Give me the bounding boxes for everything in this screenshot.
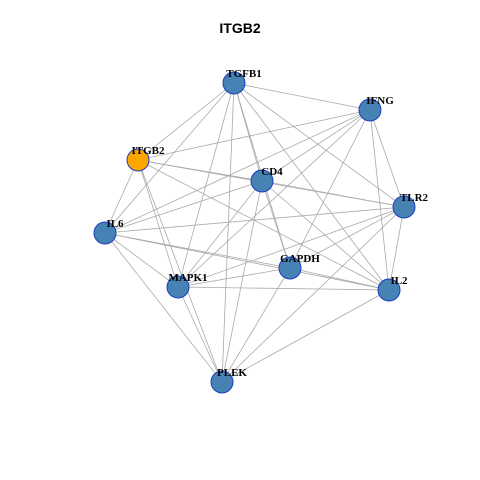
edge-tlr2-plek: [221, 206, 405, 383]
edge-cd4-mapk1: [177, 180, 263, 288]
edge-il6-il2: [104, 232, 390, 291]
edge-cd4-plek: [221, 180, 263, 383]
edge-tlr2-il2: [388, 206, 405, 291]
edge-itgb2-il2: [137, 159, 390, 291]
node-itgb2: [126, 148, 150, 172]
node-label-tgfb1: TGFB1: [226, 68, 261, 80]
edge-cd4-tlr2: [261, 180, 405, 208]
node-ifng: [358, 98, 382, 122]
edge-tgfb1-itgb2: [137, 82, 235, 161]
node-gapdh: [278, 256, 302, 280]
node-label-il6: IL6: [106, 218, 124, 230]
edge-ifng-itgb2: [137, 109, 371, 161]
node-label-ifng: IFNG: [366, 95, 394, 107]
edge-itgb2-il6: [104, 159, 139, 234]
edge-cd4-il2: [261, 180, 390, 291]
edge-gapdh-il2: [289, 267, 390, 291]
edge-tlr2-gapdh: [289, 206, 405, 269]
edge-tgfb1-mapk1: [177, 82, 235, 288]
edge-itgb2-mapk1: [137, 159, 179, 288]
edge-gapdh-plek: [221, 267, 291, 383]
edge-il6-plek: [104, 232, 223, 383]
diagram-title: ITGB2: [219, 20, 261, 36]
edge-tgfb1-il6: [104, 82, 235, 234]
edge-tgfb1-ifng: [233, 82, 371, 111]
node-label-tlr2: TLR2: [400, 192, 429, 204]
edge-mapk1-il2: [177, 286, 390, 291]
edge-tgfb1-tlr2: [233, 82, 405, 208]
edge-itgb2-plek: [137, 159, 223, 383]
node-plek: [210, 370, 234, 394]
edge-tgfb1-plek: [221, 82, 235, 383]
node-il6: [93, 221, 117, 245]
node-label-itgb2: ITGB2: [131, 145, 165, 157]
edge-ifng-il2: [369, 109, 390, 291]
node-label-cd4: CD4: [261, 166, 283, 178]
node-mapk1: [166, 275, 190, 299]
node-il2: [377, 278, 401, 302]
edge-layer: [104, 82, 405, 383]
edge-ifng-tlr2: [369, 109, 405, 208]
edge-ifng-gapdh: [289, 109, 371, 269]
edge-il6-mapk1: [104, 232, 179, 288]
node-tlr2: [392, 195, 416, 219]
node-label-mapk1: MAPK1: [168, 272, 207, 284]
edge-tlr2-il6: [104, 206, 405, 234]
edge-mapk1-plek: [177, 286, 223, 383]
edge-gapdh-mapk1: [177, 267, 291, 288]
edge-cd4-gapdh: [261, 180, 291, 269]
node-label-il2: IL2: [390, 275, 408, 287]
edge-ifng-il6: [104, 109, 371, 234]
edge-cd4-il6: [104, 180, 263, 234]
node-cd4: [250, 169, 274, 193]
edge-ifng-mapk1: [177, 109, 371, 288]
edge-il2-plek: [221, 289, 390, 383]
node-label-plek: PLEK: [217, 367, 247, 379]
edge-tgfb1-il2: [233, 82, 390, 291]
node-tgfb1: [222, 71, 246, 95]
node-label-gapdh: GAPDH: [280, 253, 320, 265]
edge-ifng-cd4: [261, 109, 371, 182]
edge-tlr2-mapk1: [177, 206, 405, 288]
